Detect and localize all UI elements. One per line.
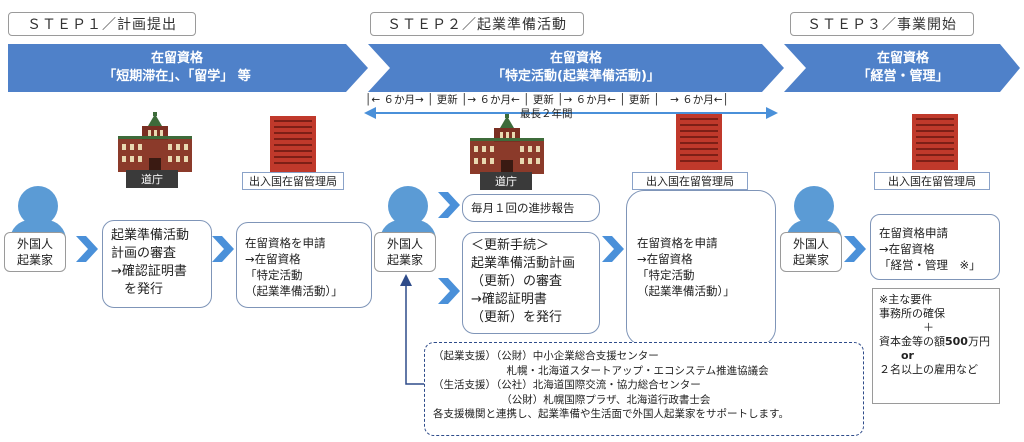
person-label-line2: 起業家 [792,253,829,267]
requirements-employment: ２名以上の雇用など [879,363,978,376]
status-step2-line1: 在留資格 [549,51,602,66]
step1-apply-box: 在留資格を申請 →在留資格 「特定活動 （起業準備活動）」 [236,222,372,308]
step2-label: ＳＴＥＰ２／起業準備活動 [370,12,584,36]
support-line: 札幌・北海道スタートアップ・エコシステム推進協議会 [433,364,769,377]
support-line: 各支援機関と連携し、起業準備や生活面で外国人起業家をサポートします。 [433,408,789,421]
chevron-right-icon [438,278,460,304]
immigration-office-label: 出入国在留管理局 [632,172,748,190]
person-label-line2: 起業家 [16,253,53,267]
status-step1-line2: 「短期滞在」、「留学」 等 [103,69,251,84]
person-label-line1: 外国人 [16,237,53,251]
person-label-foreign-entrepreneur: 外国人 起業家 [780,232,842,272]
monthly-report-box: 毎月１回の進捗報告 [462,194,600,222]
period-arrow-right [766,107,778,119]
step3-label: ＳＴＥＰ３／事業開始 [790,12,974,36]
person-label-line2: 起業家 [386,253,423,267]
period-caption: 最長２年間 [520,108,573,120]
status-step2-line2: 「特定活動(起業準備活動)」 [492,69,660,84]
step1-label: ＳＴＥＰ１／計画提出 [8,12,196,36]
requirements-plus: ＋ [879,321,934,334]
status-arrow-step2 [368,44,784,92]
status-step2: 在留資格 「特定活動(起業準備活動)」 [390,44,762,92]
immigration-office-label: 出入国在留管理局 [242,172,344,190]
government-office-icon [118,112,192,172]
step2-apply-box: 在留資格を申請 →在留資格 「特定活動 （起業準備活動）」 [626,190,776,346]
immigration-office-icon [270,116,316,172]
status-step3: 在留資格 「経営・管理」 [806,44,1000,92]
support-organizations-box: （起業支援）（公財）中小企業総合支援センター 札幌・北海道スタートアップ・エコシ… [424,342,864,436]
step3-apply-box: 在留資格申請 →在留資格 「経営・管理 ※」 [870,214,1000,280]
step1-review-box: 起業準備活動 計画の審査 →確認証明書 を発行 [102,220,212,308]
status-step1-line1: 在留資格 [150,51,203,66]
support-line: （起業支援）（公財）中小企業総合支援センター [433,350,659,362]
requirements-or: or [879,349,914,362]
support-connector [405,282,424,385]
requirements-capital-pre: 資本金等の額 [879,335,945,348]
status-arrow-step3 [784,44,1020,92]
requirements-capital: 資本金等の額500万円 [879,335,993,349]
government-office-label: 道庁 [480,172,532,190]
immigration-office-icon [676,114,722,170]
government-office-icon [470,114,544,174]
status-step1: 在留資格 「短期滞在」、「留学」 等 [8,44,346,92]
person-icon [374,186,436,240]
chevron-right-icon [844,236,866,262]
person-label-foreign-entrepreneur: 外国人 起業家 [4,232,66,272]
period-arrow-left [364,107,376,119]
status-step3-line1: 在留資格 [876,51,929,66]
person-label-line1: 外国人 [386,237,423,251]
renewal-procedure-box: ＜更新手続＞ 起業準備活動計画 （更新）の審査 →確認証明書 （更新）を発行 [462,232,600,334]
chevron-right-icon [212,236,234,262]
requirements-office: 事務所の確保 [879,307,945,320]
requirements-capital-amount: 500 [945,335,968,348]
chevron-right-icon [602,236,624,262]
requirements-box: ※主な要件 事務所の確保 ＋ 資本金等の額500万円 or ２名以上の雇用など [872,288,1000,404]
chevron-right-icon [76,236,98,262]
immigration-office-icon [912,114,958,170]
status-arrow-step1 [8,44,368,92]
support-line: （生活支援）（公社）北海道国際交流・協力総合センター [433,379,701,392]
support-line: （公財）札幌国際プラザ、北海道行政書士会 [433,393,711,406]
immigration-office-label: 出入国在留管理局 [874,172,990,190]
chevron-right-icon [438,192,460,218]
status-step3-line2: 「経営・管理」 [857,69,949,84]
person-label-line1: 外国人 [792,237,829,251]
support-connector-arrowhead [400,274,412,286]
requirements-capital-unit: 万円 [967,335,990,348]
government-office-label: 道庁 [126,170,178,188]
requirements-title: ※主な要件 [879,293,933,306]
person-label-foreign-entrepreneur: 外国人 起業家 [374,232,436,272]
period-bar: │← ６か月→ │ 更新 │→ ６か月← │ 更新 │→ ６か月← │ 更新 │… [365,93,729,106]
